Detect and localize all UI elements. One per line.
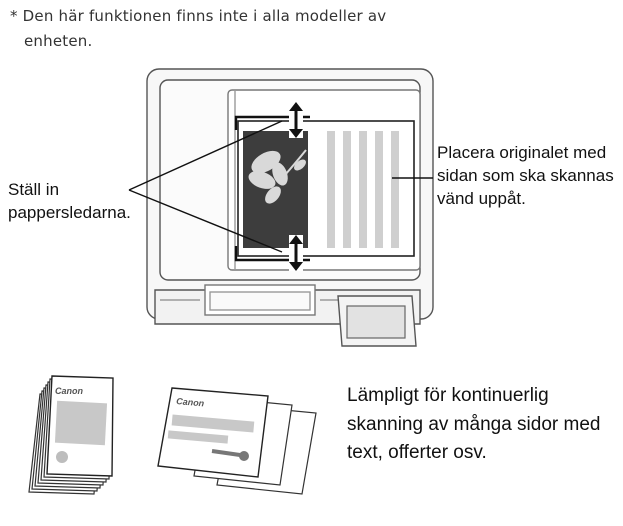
footnote-line2: enheten.	[24, 32, 93, 50]
callout-lines	[128, 120, 433, 253]
brand-label-left: Canon	[55, 386, 84, 396]
footnote-line1: * Den här funktionen finns inte i alla m…	[10, 7, 387, 25]
stack-landscape: Canon	[157, 387, 317, 495]
text-lines	[327, 131, 399, 248]
suitable-for-text: Lämpligt för kontinuerlig skanning av må…	[347, 385, 601, 463]
control-panel	[337, 295, 417, 347]
footnote: * Den här funktionen finns inte i alla m…	[10, 4, 470, 54]
callout-paper-guides: Ställ in pappersledarna.	[8, 180, 131, 222]
callout-place-original: Placera originalet med sidan som ska ska…	[437, 143, 614, 208]
paper-guide-arrow-top-icon	[289, 102, 303, 138]
original-document	[234, 115, 415, 262]
paper-guide-brackets	[234, 115, 310, 262]
flower-icon	[248, 149, 307, 204]
paper-guide-arrow-bottom-icon	[289, 235, 303, 271]
brand-label-right: Canon	[176, 396, 205, 408]
stack-portrait: Canon	[28, 375, 114, 495]
